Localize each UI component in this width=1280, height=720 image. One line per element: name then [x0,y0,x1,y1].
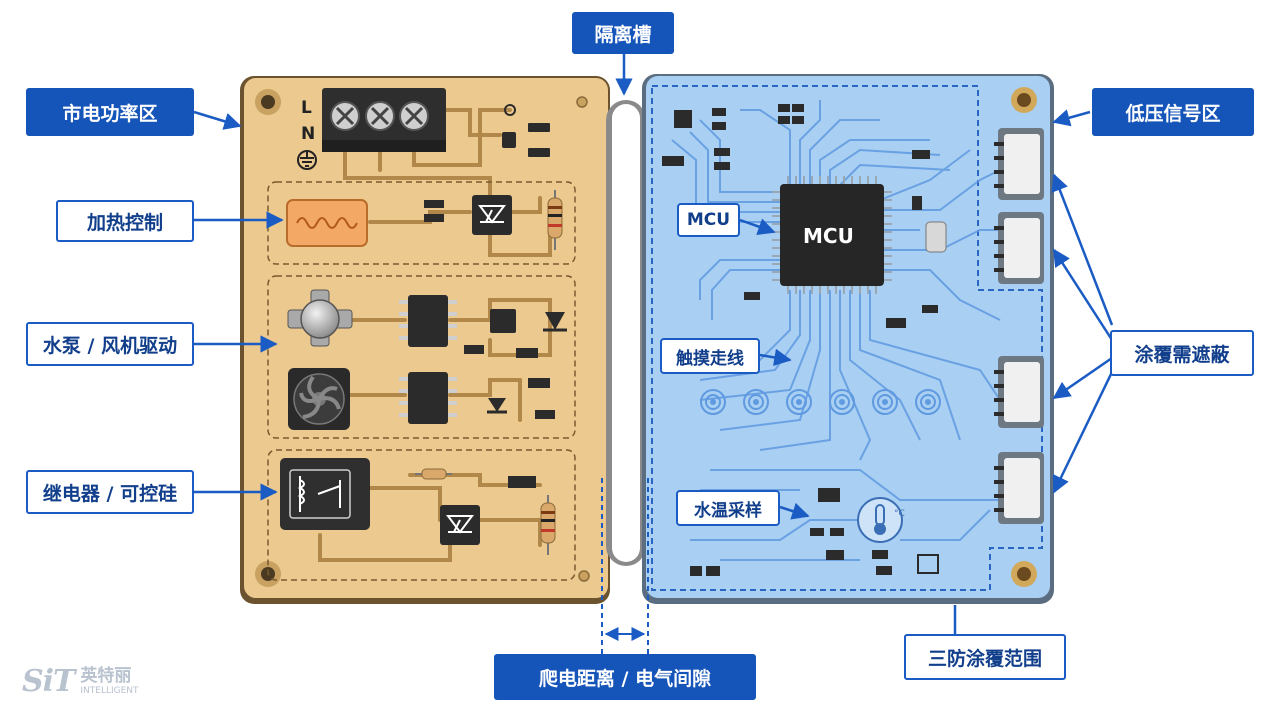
label-low-voltage-signal-zone: 低压信号区 [1092,88,1254,136]
mounting-hole [255,89,281,115]
touch-pads [700,389,941,415]
touch-pad [743,389,769,415]
isolation-slot [606,100,646,566]
logo-mark: SiT [22,664,75,699]
crystal-oscillator [925,221,947,253]
cooling-fan [288,368,350,430]
mcu-chip-text: MCU [803,224,854,248]
diode [487,398,507,414]
driver-ic [399,295,457,347]
power-board [240,76,610,604]
company-logo: SiT 英特丽 INTELLIGENT [22,664,139,699]
logo-name-en: INTELLIGENT [80,685,139,696]
connector [994,212,1044,284]
conformal-coating-boundary [651,85,1043,591]
touch-pad [786,389,812,415]
triac-module [472,195,512,235]
resistor [540,495,556,555]
terminal-block [322,88,446,152]
connector [994,452,1044,524]
touch-pad [872,389,898,415]
logo-name-cn: 英特丽 [80,665,132,686]
label-relay-thyristor: 继电器 / 可控硅 [26,470,194,514]
connector [994,128,1044,200]
label-coating-masking: 涂覆需遮蔽 [1110,330,1254,376]
touch-pad [915,389,941,415]
label-isolation-slot: 隔离槽 [572,12,674,54]
mounting-hole [1011,87,1037,113]
smd-components [662,104,939,576]
ground-icon [297,150,317,170]
drive-zone-outline [267,275,576,439]
mcu-chip [772,176,892,294]
resistor [415,468,452,480]
terminal-N-text: N [301,124,316,144]
label-heating-control: 加热控制 [56,200,194,242]
label-touch-traces: 触摸走线 [660,338,760,374]
driver-ic [399,372,457,424]
label-water-temp-sampling: 水温采样 [676,490,780,526]
sensor-unit-text: °C [894,509,905,519]
triac-module [440,505,480,545]
label-mains-power-zone: 市电功率区 [26,88,194,136]
label-mcu: MCU [677,203,740,237]
creepage-dimension [601,478,649,655]
connector [994,356,1044,428]
heating-zone-outline [267,181,576,265]
relay [280,458,370,530]
relay-zone-outline [267,449,576,581]
touch-pad [829,389,855,415]
touch-pad [700,389,726,415]
water-pump [287,289,353,347]
mosfet [490,309,516,333]
thermometer-icon: °C [857,497,905,543]
resistor [547,190,563,250]
signal-board: °C [642,74,1054,604]
callout-arrows [193,54,1114,636]
terminal-L-text: L [301,98,312,118]
diode [543,312,567,332]
heater-element [286,199,368,247]
smd-components [424,104,555,488]
label-conformal-coating-area: 三防涂覆范围 [904,634,1066,680]
label-pump-fan-drive: 水泵 / 风机驱动 [26,322,194,366]
label-creepage-clearance: 爬电距离 / 电气间隙 [494,654,756,700]
mounting-hole [1011,561,1037,587]
